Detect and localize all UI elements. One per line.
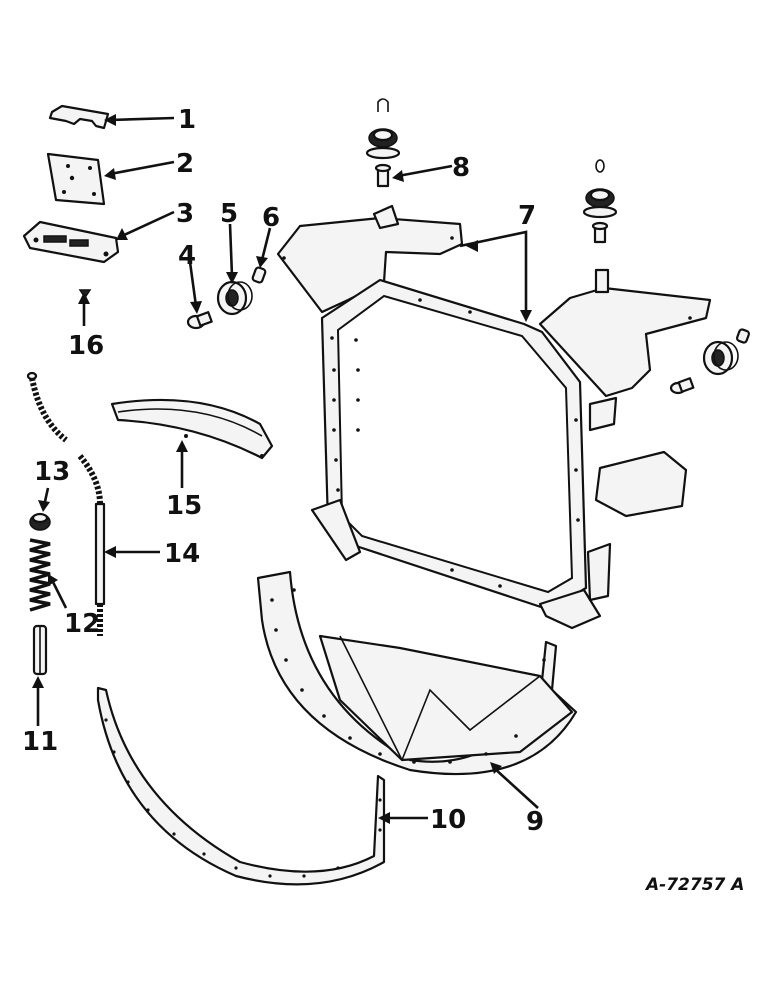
part-2-plate — [46, 152, 106, 206]
callout-9: 9 — [526, 807, 544, 837]
callout-6: 6 — [262, 203, 280, 233]
callout-16: 16 — [68, 331, 104, 361]
callout-labels: 1 2 3 4 5 6 7 8 9 10 11 12 13 14 15 16 — [22, 105, 544, 837]
callout-10: 10 — [430, 805, 466, 835]
callout-11: 11 — [22, 727, 58, 757]
part-6-pin — [251, 266, 267, 284]
drawing-number: A-72757 A — [644, 875, 744, 895]
callout-12: 12 — [64, 609, 100, 639]
callout-7: 7 — [518, 201, 536, 231]
part-11-plunger — [32, 624, 48, 676]
callout-8: 8 — [452, 153, 470, 183]
callout-2: 2 — [176, 149, 194, 179]
part-1-bracket-strip — [48, 104, 110, 130]
callout-13: 13 — [34, 457, 70, 487]
callout-15: 15 — [166, 491, 202, 521]
part-15-curved-shield — [110, 398, 274, 460]
callout-3: 3 — [176, 199, 194, 229]
part-5-roller — [216, 280, 253, 316]
roller-right — [669, 328, 751, 395]
part-7-frame — [276, 204, 712, 630]
part-9-lower-shroud — [256, 570, 578, 776]
part-4-bolt — [186, 311, 213, 330]
leader-lines — [32, 114, 539, 824]
part-12-spring — [29, 538, 51, 612]
callout-1: 1 — [178, 105, 196, 135]
callout-5: 5 — [220, 199, 238, 229]
part-13-cap — [29, 512, 51, 531]
part-8-mount-pin — [365, 98, 401, 188]
part-3-bearing-block — [22, 220, 120, 264]
callout-4: 4 — [178, 241, 196, 271]
mount-pin-right — [582, 159, 618, 244]
callout-14: 14 — [164, 539, 200, 569]
part-14-rod — [26, 371, 106, 636]
part-10-curved-strip — [96, 686, 386, 886]
